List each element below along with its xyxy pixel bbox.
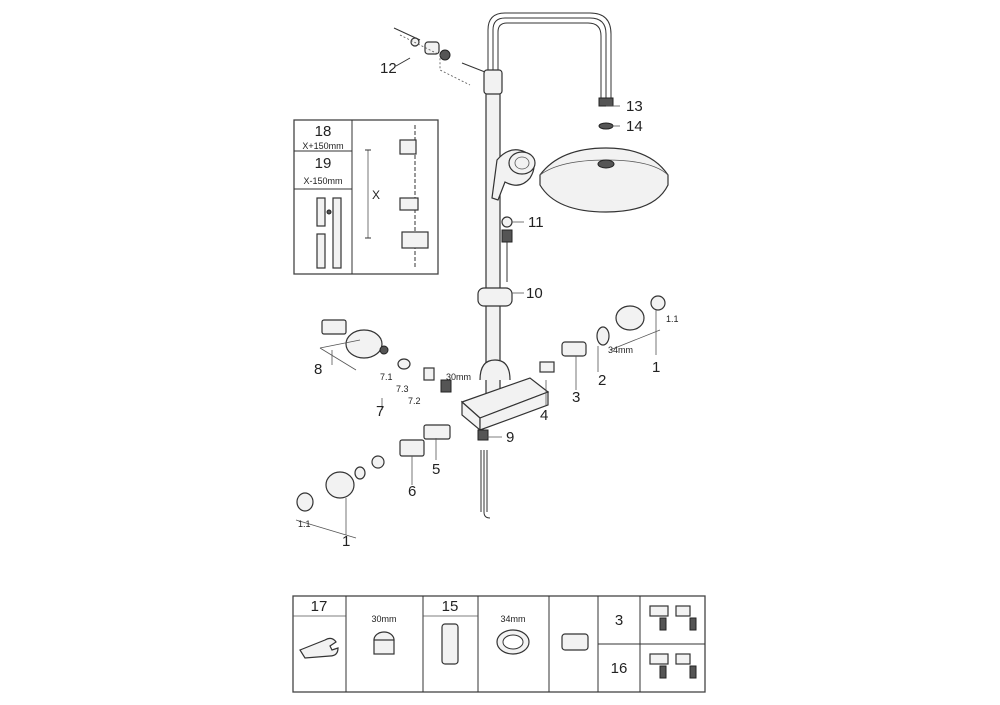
dim-34mm: 34mm: [608, 345, 633, 355]
label-7-1: 7.1: [380, 372, 393, 382]
label-4: 4: [540, 407, 548, 424]
table-16: 16: [611, 660, 628, 677]
label-11: 11: [528, 214, 544, 231]
label-7-2: 7.2: [408, 396, 421, 406]
table-17: 17: [311, 598, 328, 615]
table-3: 3: [615, 612, 623, 629]
lower-left-assembly: [295, 424, 451, 539]
label-10: 10: [526, 285, 543, 302]
label-7-3: 7.3: [396, 384, 409, 394]
label-8: 8: [314, 361, 322, 378]
inset-x: X: [372, 188, 380, 202]
part-labels: 12 13 14 11 10 1.1 1 2 34mm 3 4 9 30mm 8…: [298, 60, 679, 550]
table-34mm: 34mm: [500, 614, 525, 624]
dim-30mm: 30mm: [446, 372, 471, 382]
table-15: 15: [442, 598, 459, 615]
inset-18: 18: [315, 123, 332, 140]
label-1-1-right: 1.1: [666, 314, 679, 324]
label-1-1-left: 1.1: [298, 519, 311, 529]
table-30mm: 30mm: [371, 614, 396, 624]
hand-shower: [491, 149, 536, 282]
inset-19-text: X-150mm: [303, 176, 342, 186]
label-13: 13: [626, 98, 643, 115]
slider-part: [477, 287, 513, 307]
overhead-shower: [539, 97, 669, 213]
right-handle-assembly: [539, 295, 666, 373]
label-3: 3: [572, 389, 580, 406]
inset-19: 19: [315, 155, 332, 172]
label-7: 7: [376, 403, 384, 420]
label-14: 14: [626, 118, 643, 135]
inset-labels: 18 X+150mm 19 X-150mm X: [302, 123, 380, 202]
label-6: 6: [408, 483, 416, 500]
inset-18-text: X+150mm: [302, 141, 343, 151]
label-9: 9: [506, 429, 514, 446]
label-1-right: 1: [652, 359, 660, 376]
left-handle-assembly: [319, 319, 452, 393]
parts-table: 17 30mm 15 34mm 3 16: [292, 595, 706, 693]
label-12: 12: [380, 60, 397, 77]
label-5: 5: [432, 461, 440, 478]
leader-lines: [331, 105, 657, 535]
label-2: 2: [598, 372, 606, 389]
label-1-left: 1: [342, 533, 350, 550]
extension-inset: [293, 119, 439, 275]
thermostat-body: [460, 359, 550, 519]
wall-bracket: [393, 27, 486, 86]
